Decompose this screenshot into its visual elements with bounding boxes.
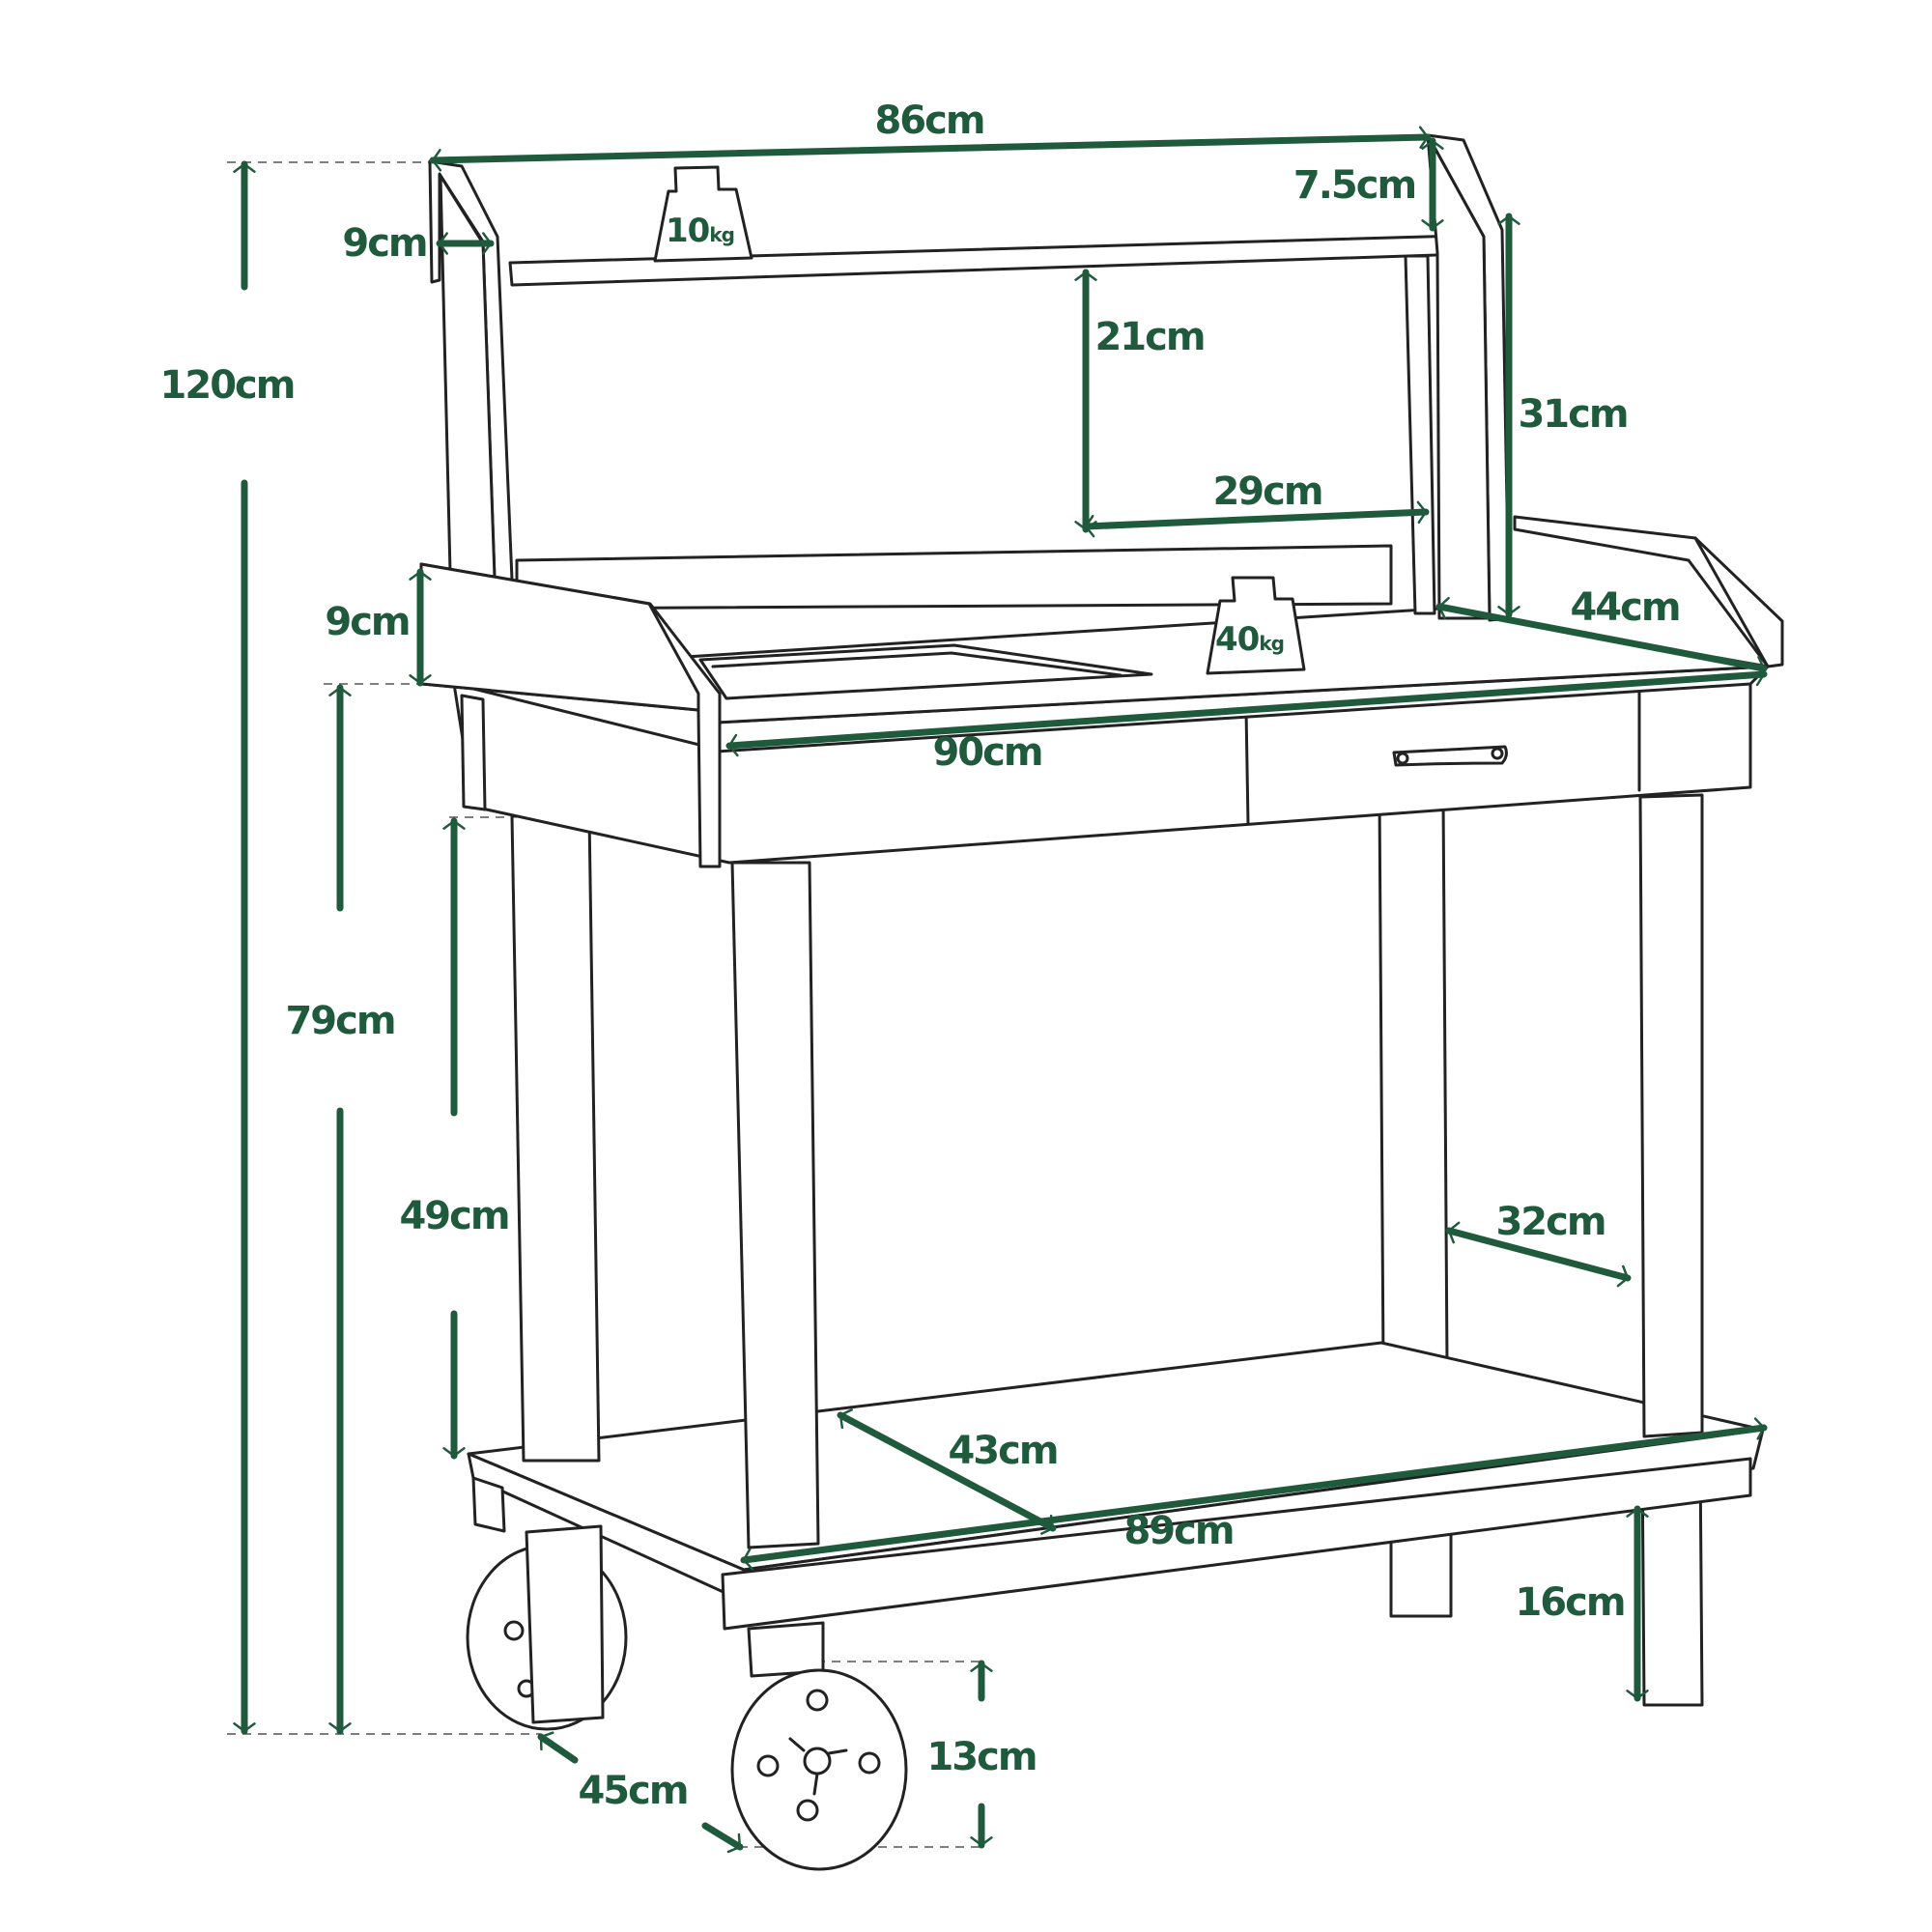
shelf-weight-icon [653,165,753,263]
label-overall-height: 120cm [160,363,295,408]
label-bottom-width: 89cm [1123,1509,1233,1553]
back-right-post [1404,254,1436,615]
upper-frame [419,133,1784,868]
label-leg-height: 49cm [399,1194,508,1238]
dim-top-depth [1435,596,1768,679]
label-shelf-span: 29cm [1212,469,1321,514]
rear-right-leg [1378,795,1449,1366]
front-left-foot [747,1621,825,1678]
label-upper-height: 31cm [1518,392,1627,437]
front-left-leg [730,861,820,1549]
label-shelf-width: 86cm [874,99,983,143]
label-shelf-clearance: 21cm [1094,315,1204,359]
top-weight-label: 40kg [1215,620,1284,659]
rear-left-leg [510,814,601,1463]
dim-leg-spacing [1445,1221,1632,1288]
label-table-height: 79cm [285,999,394,1043]
dimension-labels: 86cm 7.5cm 9cm 120cm 21cm 31cm 29cm 9cm … [160,99,1682,1813]
dim-shelf-width [429,126,1432,172]
label-shelf-rail: 7.5cm [1293,163,1415,208]
right-side-rail [1513,515,1784,668]
dim-top-width [725,663,1768,757]
label-shelf-depth: 9cm [342,221,426,266]
dim-wheel-span-top [537,1731,579,1764]
label-bottom-depth: 43cm [948,1429,1057,1473]
front-wheel-disc [730,1668,908,1871]
shelf-weight: 10kg [653,165,753,263]
front-right-leg [1638,793,1704,1438]
label-top-width: 90cm [932,730,1041,775]
label-leg-spacing: 32cm [1495,1200,1605,1244]
top-weight: 40kg [1206,576,1306,675]
dimension-lines [233,126,1768,1854]
label-side-rail: 9cm [325,600,409,644]
left-legs [510,793,1704,1724]
label-foot-height: 16cm [1515,1580,1624,1625]
bottom-apron-side [471,1476,506,1533]
dim-bottom-width [740,1417,1768,1571]
front-wheel [730,1668,908,1871]
rear-left-foot [525,1524,605,1724]
dim-wheel-span-bottom [701,1822,744,1854]
label-wheel-span: 45cm [578,1769,687,1813]
label-top-depth: 44cm [1570,585,1679,630]
label-wheel-diameter: 13cm [926,1735,1036,1779]
dim-shelf-span [1082,500,1430,538]
shelf-weight-label: 10kg [666,212,734,250]
